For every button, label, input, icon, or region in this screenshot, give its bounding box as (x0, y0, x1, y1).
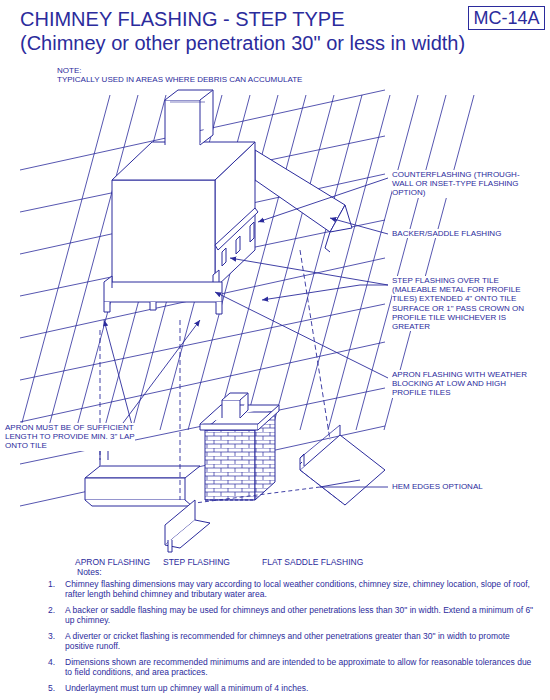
callout-text: APRON FLASHING WITH WEATHER BLOCKING AT … (392, 370, 542, 398)
note-text: Underlayment must turn up chimney wall a… (65, 684, 537, 694)
note-text: Dimensions shown are recommended minimum… (65, 658, 537, 678)
callout-text: COUNTERFLASHING (THROUGH-WALL OR INSET-T… (392, 170, 522, 198)
note-number: 1. (48, 580, 55, 590)
drawing-number-box: MC-14A (468, 6, 545, 30)
note-heading: NOTE: (57, 66, 81, 75)
drawing-number: MC-14A (473, 8, 539, 29)
note-number: 4. (48, 658, 55, 668)
callout-text: HEM EDGES OPTIONAL (392, 482, 483, 491)
chimney (104, 90, 352, 314)
part-name: STEP FLASHING (163, 558, 230, 568)
part-name: APRON FLASHING (75, 558, 150, 568)
note-text: A backer or saddle flashing may be used … (65, 606, 537, 626)
note-number: 3. (48, 632, 55, 642)
note-text: TYPICALLY USED IN AREAS WHERE DEBRIS CAN… (57, 75, 302, 84)
diagram-title: CHIMNEY FLASHING - STEP TYPE (20, 8, 345, 31)
leader-lines (100, 178, 388, 503)
callout-text: BACKER/SADDLE FLASHING (392, 229, 501, 238)
callout-text: APRON MUST BE OF SUFFICIENT LENGTH TO PR… (5, 423, 135, 451)
notes-heading: Notes: (77, 568, 102, 578)
part-name: FLAT SADDLE FLASHING (262, 558, 363, 568)
subtitle: (Chimney or other penetration 30" or les… (20, 32, 465, 55)
callout-text: STEP FLASHING OVER TILE (MALEABLE METAL … (392, 276, 542, 331)
note-number: 5. (48, 684, 55, 694)
note-text: Chimney flashing dimensions may vary acc… (65, 580, 537, 600)
note-text: A diverter or cricket flashing is recomm… (65, 632, 537, 652)
note-number: 2. (48, 606, 55, 616)
